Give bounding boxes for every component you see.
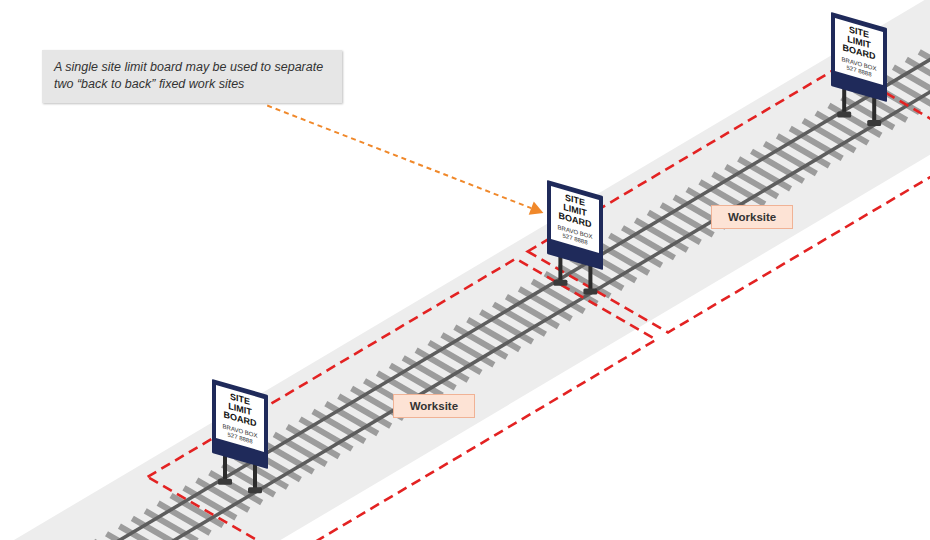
site-limit-board: SITE LIMIT BOARDBRAVO BOX 527 8888 (547, 180, 603, 271)
callout-box: A single site limit board may be used to… (42, 50, 342, 103)
sleeper (610, 235, 662, 265)
sleeper (661, 205, 713, 235)
sleeper (261, 442, 313, 472)
board-foot (837, 111, 851, 117)
sleeper (390, 365, 442, 395)
sleeper (648, 212, 700, 242)
sleeper (274, 434, 326, 464)
worksite-boundary (148, 66, 930, 540)
sleeper (455, 327, 507, 357)
board-foot (553, 280, 567, 286)
worksite-boundary (528, 66, 930, 332)
sleeper (881, 75, 930, 105)
sleeper (816, 113, 868, 143)
worksite-text: Worksite (728, 211, 776, 223)
sleeper (429, 343, 481, 373)
sleeper (752, 151, 804, 181)
sleeper (506, 297, 558, 327)
site-limit-board: SITE LIMIT BOARDBRAVO BOX 527 8888 (212, 379, 268, 470)
sleeper (468, 320, 520, 350)
leader-line (267, 106, 531, 209)
sleeper (906, 59, 930, 89)
sleeper (713, 174, 765, 204)
sleeper (532, 281, 584, 311)
sleeper (158, 503, 210, 533)
board-panel: SITE LIMIT BOARDBRAVO BOX 527 8888 (835, 18, 883, 85)
sleeper (623, 228, 675, 258)
sleeper (739, 159, 791, 189)
sleeper (171, 496, 223, 526)
sleeper (790, 128, 842, 158)
callout-arrow (267, 106, 543, 215)
worksite-boundary (148, 259, 656, 540)
sleeper (635, 220, 687, 250)
site-limit-board: SITE LIMIT BOARDBRAVO BOX 527 8888 (831, 12, 887, 103)
sleeper (777, 136, 829, 166)
sleeper (326, 404, 378, 434)
sleeper (416, 350, 468, 380)
worksite-text: Worksite (410, 400, 458, 412)
board-panel: SITE LIMIT BOARDBRAVO BOX 527 8888 (216, 385, 264, 452)
sleeper (494, 304, 546, 334)
board-panel: SITE LIMIT BOARDBRAVO BOX 527 8888 (551, 186, 599, 253)
sleeper (300, 419, 352, 449)
board-foot (248, 487, 262, 493)
sleeper (597, 243, 649, 273)
worksite-label: Worksite (393, 394, 475, 418)
sleeper (145, 511, 197, 540)
sleeper (403, 358, 455, 388)
sleeper (726, 167, 778, 197)
sleeper (442, 335, 494, 365)
callout-note: A single site limit board may be used to… (54, 59, 330, 94)
sleeper (287, 427, 339, 457)
sleeper (197, 480, 249, 510)
sleeper (803, 121, 855, 151)
sleeper (313, 411, 365, 441)
worksite-label: Worksite (711, 205, 793, 229)
board-foot (218, 479, 232, 485)
board-legs (218, 83, 881, 493)
sleeper (481, 312, 533, 342)
sleeper (519, 289, 571, 319)
sleeper (339, 396, 391, 426)
board-foot (867, 120, 881, 126)
sleeper (764, 144, 816, 174)
board-foot (583, 288, 597, 294)
